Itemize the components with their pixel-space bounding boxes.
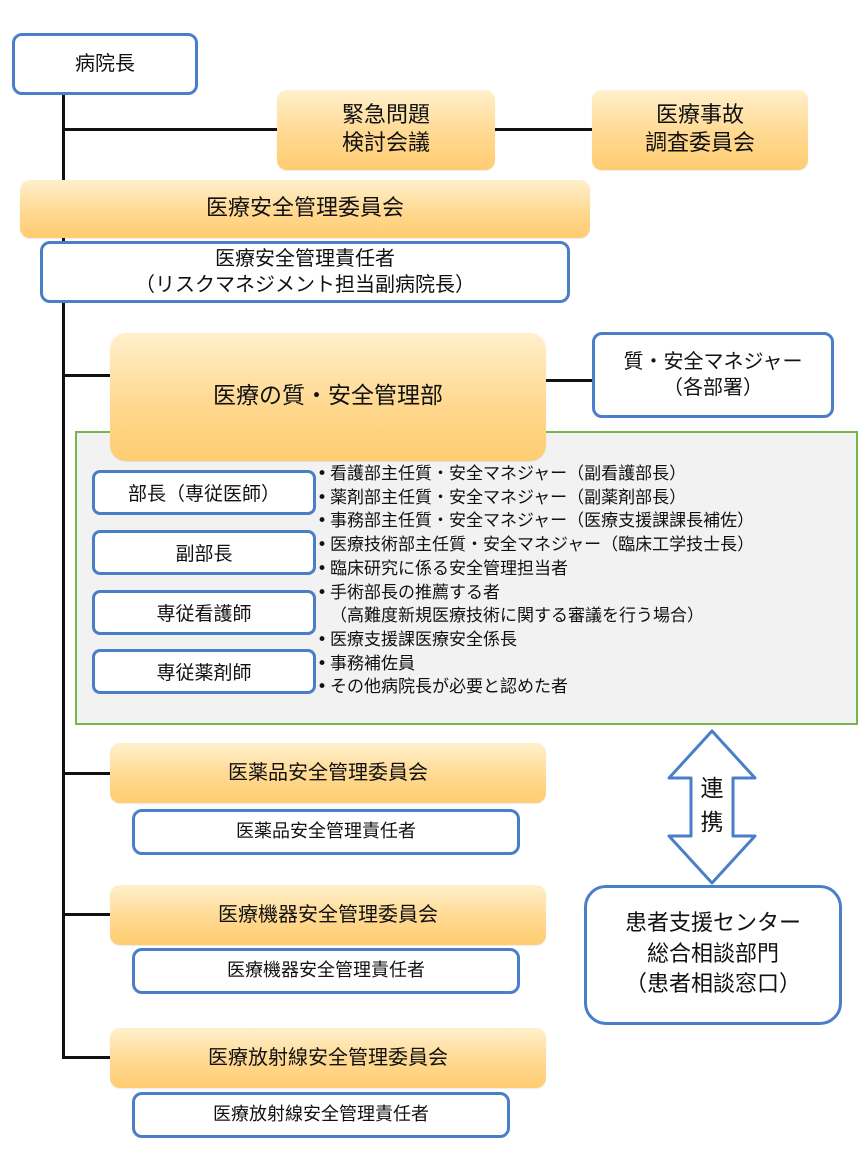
device-committee-box: 医療機器安全管理委員会	[110, 885, 546, 945]
member-text: 看護部主任質・安全マネジャー（副看護部長）	[330, 464, 687, 484]
list-item: •事務補佐員	[317, 653, 754, 677]
connector-radiation	[62, 1056, 110, 1059]
device-committee-label: 医療機器安全管理委員会	[218, 902, 438, 927]
connector-accident	[495, 128, 592, 131]
emergency-line-2: 検討会議	[341, 131, 430, 156]
main-trunk-line	[62, 93, 65, 1059]
radiation-committee-box: 医療放射線安全管理委員会	[110, 1028, 546, 1088]
member-text: 医療支援課医療安全係長	[330, 629, 517, 650]
list-item: •手術部長の推薦する者	[317, 582, 754, 606]
bullet-icon: •	[317, 629, 328, 650]
safety-committee-label: 医療安全管理委員会	[205, 195, 404, 221]
list-item: •臨床研究に係る安全管理担当者	[317, 558, 754, 582]
quality-managers-line-1: 質・安全マネジャー	[623, 349, 803, 374]
connector-drug	[62, 772, 110, 775]
list-item: •事務部主任質・安全マネジャー（医療支援課課長補佐）	[317, 510, 754, 534]
member-text: 臨床研究に係る安全管理担当者	[330, 558, 568, 579]
bullet-icon: •	[317, 653, 328, 674]
quality-dept-label: 医療の質・安全管理部	[213, 383, 443, 410]
member-text: その他病院長が必要と認めた者	[330, 677, 568, 698]
safety-committee-box: 医療安全管理委員会	[20, 180, 590, 238]
director-box: 病院長	[12, 33, 198, 95]
drug-committee-box: 医薬品安全管理委員会	[110, 743, 546, 803]
bullet-icon: •	[317, 582, 328, 603]
list-item: •医療支援課医療安全係長	[317, 629, 754, 653]
cooperation-double-arrow-icon	[667, 729, 757, 885]
patient-center-line-1: 患者支援センター	[624, 910, 801, 936]
bullet-icon: •	[317, 535, 328, 556]
cooperation-label: 連 携	[687, 772, 737, 840]
emergency-line-1: 緊急問題	[341, 102, 430, 128]
device-officer-label: 医療機器安全管理責任者	[227, 960, 425, 982]
patient-center-box: 患者支援センター 総合相談部門 （患者相談窓口）	[584, 885, 842, 1025]
connector-device	[62, 913, 110, 916]
radiation-officer-box: 医療放射線安全管理責任者	[132, 1092, 510, 1138]
drug-committee-label: 医薬品安全管理委員会	[228, 760, 428, 785]
emergency-meeting-box: 緊急問題 検討会議	[277, 90, 495, 170]
bullet-icon: •	[317, 487, 328, 508]
list-item: •薬剤部主任質・安全マネジャー（副薬剤部長）	[317, 487, 754, 511]
role-pharmacist: 専従薬剤師	[92, 649, 316, 694]
role-director-label: 部長（専従医師）	[127, 483, 280, 505]
accident-committee-box: 医療事故 調査委員会	[592, 90, 808, 170]
bullet-icon: •	[317, 511, 328, 532]
member-text: 薬剤部主任質・安全マネジャー（副薬剤部長）	[330, 487, 687, 508]
device-officer-box: 医療機器安全管理責任者	[132, 948, 520, 994]
drug-officer-label: 医薬品安全管理責任者	[236, 821, 416, 843]
list-item: •看護部主任質・安全マネジャー（副看護部長）	[317, 463, 754, 487]
cooperation-char-1: 連	[700, 776, 724, 802]
connector-quality-dept	[62, 374, 110, 377]
safety-officer-line-1: 医療安全管理責任者	[215, 246, 395, 271]
connector-quality-managers	[545, 379, 592, 382]
bullet-icon: •	[317, 677, 328, 698]
member-text: 手術部長の推薦する者	[330, 582, 500, 603]
patient-center-line-3: （患者相談窓口）	[624, 972, 801, 998]
bullet-icon: •	[317, 464, 328, 484]
drug-officer-box: 医薬品安全管理責任者	[132, 809, 520, 855]
role-deputy: 副部長	[92, 530, 316, 575]
patient-center-line-2: 総合相談部門	[646, 941, 779, 967]
role-nurse: 専従看護師	[92, 590, 316, 635]
member-text: 事務補佐員	[330, 653, 415, 674]
quality-managers-line-2: （各部署）	[663, 375, 763, 399]
director-label: 病院長	[75, 51, 135, 76]
member-text: （高難度新規医療技術に関する審議を行う場合）	[330, 606, 704, 627]
list-item-continuation: （高難度新規医療技術に関する審議を行う場合）	[317, 605, 754, 629]
cooperation-char-2: 携	[700, 810, 724, 836]
role-deputy-label: 副部長	[175, 543, 233, 565]
role-pharmacist-label: 専従薬剤師	[156, 662, 252, 684]
bullet-icon: •	[317, 558, 328, 579]
quality-managers-box: 質・安全マネジャー （各部署）	[592, 332, 834, 418]
member-text: 事務部主任質・安全マネジャー（医療支援課課長補佐）	[330, 511, 755, 532]
member-list: •看護部主任質・安全マネジャー（副看護部長） •薬剤部主任質・安全マネジャー（副…	[317, 463, 754, 700]
role-director: 部長（専従医師）	[92, 470, 316, 515]
safety-officer-box: 医療安全管理責任者 （リスクマネジメント担当副病院長）	[40, 241, 570, 303]
accident-line-1: 医療事故	[655, 102, 744, 128]
member-text: 医療技術部主任質・安全マネジャー（臨床工学技士長）	[330, 535, 755, 556]
list-item: •その他病院長が必要と認めた者	[317, 676, 754, 700]
role-nurse-label: 専従看護師	[156, 603, 252, 625]
list-item: •医療技術部主任質・安全マネジャー（臨床工学技士長）	[317, 534, 754, 558]
safety-officer-line-2: （リスクマネジメント担当副病院長）	[135, 272, 475, 296]
quality-dept-box: 医療の質・安全管理部	[110, 333, 546, 461]
accident-line-2: 調査委員会	[644, 131, 755, 156]
radiation-committee-label: 医療放射線安全管理委員会	[208, 1045, 448, 1070]
connector-emergency	[62, 128, 277, 131]
radiation-officer-label: 医療放射線安全管理責任者	[213, 1104, 429, 1126]
